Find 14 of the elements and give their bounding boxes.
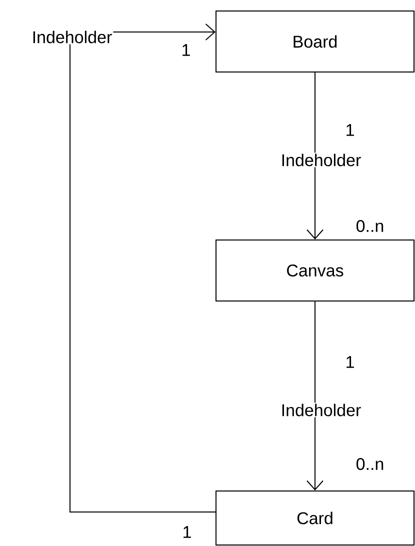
multiplicity-label: 1	[182, 44, 190, 56]
multiplicity-label: 1	[346, 356, 354, 368]
edge-label: Indeholder	[280, 402, 362, 418]
class-box: Board	[216, 10, 414, 72]
class-box: Card	[216, 490, 414, 546]
edge-label: Indeholder	[30, 30, 114, 44]
class-box: Canvas	[216, 240, 414, 302]
arrow	[306, 72, 324, 240]
multiplicity-label: 1	[346, 124, 354, 136]
multiplicity-label: 0..n	[356, 458, 384, 470]
arrow	[70, 24, 216, 512]
arrow	[306, 301, 324, 490]
edge-label: Indeholder	[280, 152, 362, 168]
multiplicity-label: 1	[184, 526, 191, 538]
